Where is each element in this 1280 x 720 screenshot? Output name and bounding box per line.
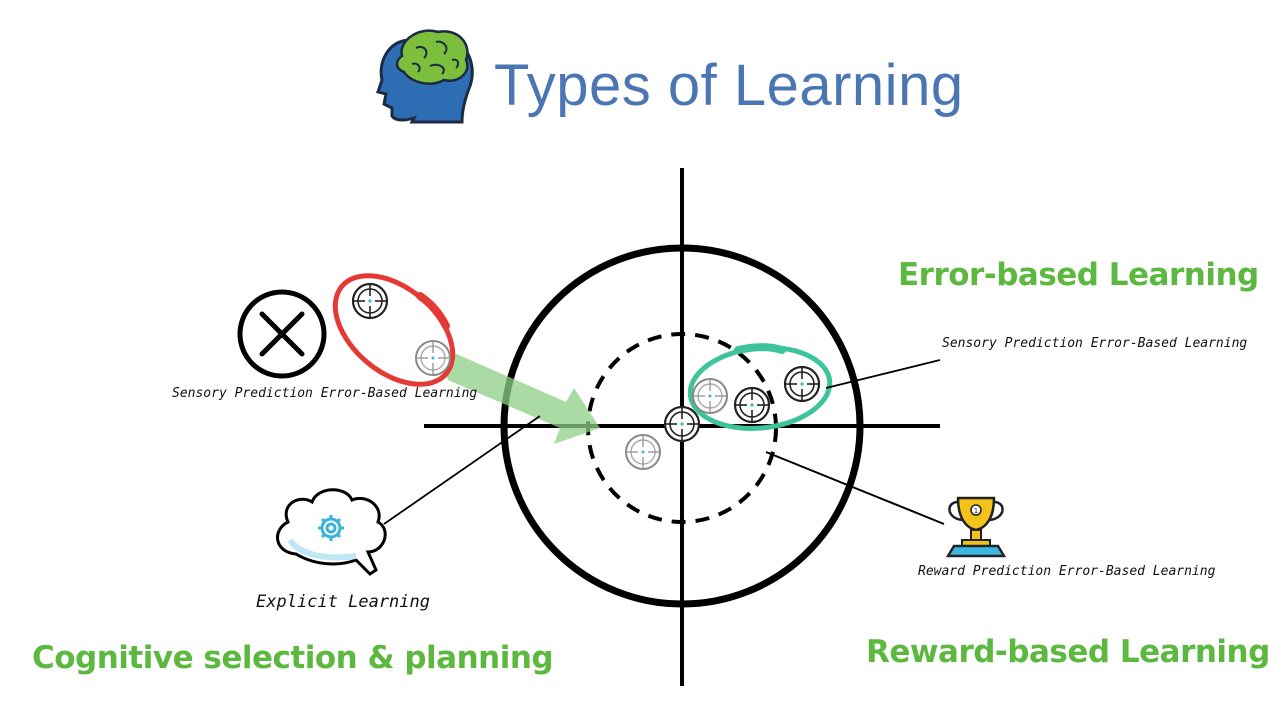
thought-cloud-gear-icon: [276, 488, 387, 576]
brain-head-icon: [376, 29, 474, 124]
cancel-icon: [237, 289, 327, 379]
crosshair-icon: [783, 365, 821, 403]
crosshair-icon: [692, 378, 728, 414]
heading-error-based: Error-based Learning: [898, 257, 1259, 293]
crosshair-icon: [351, 282, 389, 320]
caption-sensory-left: Sensory Prediction Error-Based Learning: [172, 386, 478, 401]
caption-sensory-right: Sensory Prediction Error-Based Learning: [942, 336, 1248, 351]
leader-line-right: [825, 359, 941, 389]
trophy-icon: 1: [945, 496, 1007, 558]
svg-text:1: 1: [974, 507, 978, 515]
outer-target-ring: [500, 244, 864, 608]
crosshair-icon: [625, 434, 661, 470]
leader-line-reward: [765, 451, 945, 525]
heading-cognitive: Cognitive selection & planning: [32, 640, 554, 676]
crosshair-icon: [663, 405, 701, 443]
teal-ellipse: [687, 343, 833, 431]
crosshair-icon: [415, 340, 451, 376]
crosshair-icon: [733, 386, 771, 424]
red-ellipse: [332, 273, 456, 387]
caption-reward: Reward Prediction Error-Based Learning: [918, 564, 1216, 579]
transfer-arrow: [444, 352, 600, 444]
page-title: Types of Learning: [494, 53, 964, 118]
leader-line-explicit: [383, 415, 541, 525]
caption-explicit: Explicit Learning: [256, 592, 430, 612]
heading-reward-based: Reward-based Learning: [866, 634, 1270, 670]
